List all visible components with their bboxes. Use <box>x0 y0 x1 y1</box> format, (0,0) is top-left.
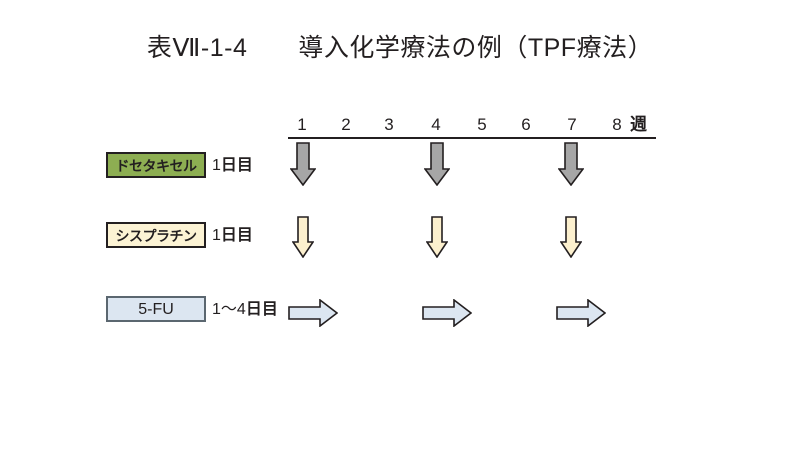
week-tick-1: 1 <box>297 115 307 134</box>
drug-label-docetaxel: ドセタキセル <box>115 158 198 174</box>
drug-label-cisplatin: シスプラチン <box>115 228 198 244</box>
schedule-days-5fu: 1〜4 <box>212 301 246 318</box>
week-tick-8: 8 <box>612 115 622 134</box>
dose-arrow-docetaxel-week1 <box>290 142 316 186</box>
drug-label-5fu: 5-FU <box>138 301 174 318</box>
week-tick-7: 7 <box>567 115 577 134</box>
schedule-days-cisplatin: 1 <box>212 227 221 244</box>
drug-box-docetaxel: ドセタキセル <box>106 152 206 178</box>
schedule-unit-5fu: 日目 <box>245 301 278 318</box>
timeline-week-ticks: 1 2 3 4 5 6 7 8 <box>288 114 656 136</box>
dose-arrow-5fu-week1 <box>288 299 338 327</box>
week-tick-3: 3 <box>384 115 394 134</box>
week-tick-6: 6 <box>521 115 531 134</box>
dose-arrow-cisplatin-week7 <box>560 216 582 258</box>
schedule-text-docetaxel: 1日目 <box>212 158 253 174</box>
dose-arrow-docetaxel-week4 <box>424 142 450 186</box>
week-tick-2: 2 <box>341 115 351 134</box>
week-tick-4: 4 <box>431 115 441 134</box>
drug-box-5fu: 5-FU <box>106 296 206 322</box>
dose-arrow-5fu-week4 <box>422 299 472 327</box>
schedule-unit-cisplatin: 日目 <box>220 227 253 244</box>
dose-arrow-cisplatin-week1 <box>292 216 314 258</box>
timeline-unit-label: 週 <box>630 115 647 134</box>
schedule-text-5fu: 1〜4日目 <box>212 302 278 318</box>
drug-box-cisplatin: シスプラチン <box>106 222 206 248</box>
figure-title: 表Ⅶ-1-4 導入化学療法の例（TPF療法） <box>146 34 654 62</box>
timeline-axis-line <box>288 137 656 139</box>
schedule-text-cisplatin: 1日目 <box>212 228 253 244</box>
schedule-days-docetaxel: 1 <box>212 157 221 174</box>
schedule-unit-docetaxel: 日目 <box>220 157 253 174</box>
dose-arrow-5fu-week7 <box>556 299 606 327</box>
week-tick-5: 5 <box>477 115 487 134</box>
dose-arrow-docetaxel-week7 <box>558 142 584 186</box>
dose-arrow-cisplatin-week4 <box>426 216 448 258</box>
